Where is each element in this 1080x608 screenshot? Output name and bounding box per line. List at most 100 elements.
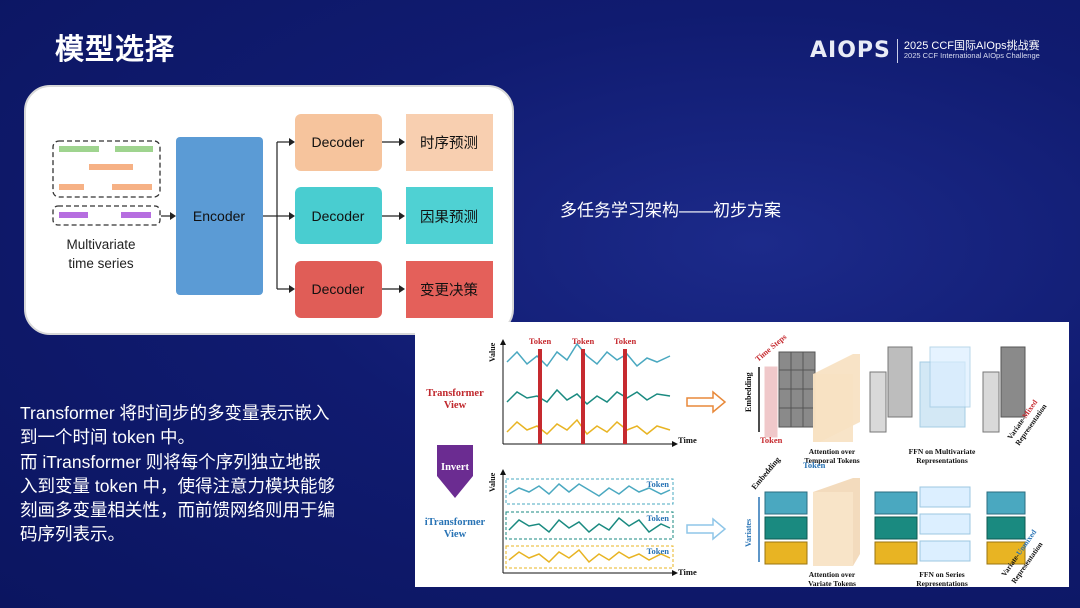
decoder-block <box>295 261 382 318</box>
encoder-label: Encoder <box>193 208 245 224</box>
caption: Temporal Tokens <box>804 456 859 465</box>
page-title: 模型选择 <box>55 34 176 66</box>
cube-row <box>986 541 1026 565</box>
ffn-block <box>919 540 971 562</box>
token-label: Token <box>803 460 826 470</box>
arrow-head <box>289 138 295 146</box>
value-axis-label: Value <box>488 342 497 362</box>
caption: Variate Tokens <box>808 579 856 587</box>
series-line <box>508 548 671 564</box>
cube-row <box>874 516 918 540</box>
series-line <box>506 388 671 406</box>
cube-stack <box>982 371 1000 433</box>
architecture-diagram: Multivariate time series Encoder Decoder… <box>52 114 493 318</box>
description-line: 到一个时间 token 中。 <box>20 427 196 448</box>
token-label: Token <box>647 479 670 489</box>
series-bar <box>112 184 152 190</box>
cube-row <box>986 516 1026 540</box>
caption: FFN on Series <box>919 570 964 579</box>
attention-block <box>813 478 860 566</box>
caption: Attention over <box>809 570 856 579</box>
input-box-dashed <box>52 140 161 198</box>
logo-divider <box>896 38 898 63</box>
caption: FFN on Multivariate <box>909 447 976 456</box>
embedding-label: Embedding <box>750 455 782 491</box>
task-block <box>406 187 493 244</box>
logo-word: AIOPS <box>810 38 891 63</box>
arrow-head <box>170 212 176 220</box>
transformer-view-label: Transformer <box>426 388 484 399</box>
decoder-label: Decoder <box>312 208 365 224</box>
input-label: Multivariate <box>66 237 135 252</box>
decoder-row-forecast: Decoder 时序预测 <box>295 114 493 171</box>
series-bar <box>121 212 151 218</box>
variate-token-plot: Value Time Token Token Token <box>488 469 697 577</box>
ffn-block <box>919 486 971 508</box>
task-label: 因果预测 <box>420 209 478 226</box>
series-line <box>508 516 671 534</box>
token-label: Token <box>647 546 670 556</box>
itransformer-block-stack: Variates Embedding Token Attention over … <box>744 455 1045 587</box>
cube-stack <box>887 346 913 418</box>
series-bar <box>59 184 84 190</box>
description-line: 入到变量 token 中，使得注意力模块能够 <box>20 475 336 496</box>
time-axis-label: Time <box>678 435 697 445</box>
token-column <box>764 366 778 438</box>
architecture-diagram-card: Multivariate time series Encoder Decoder… <box>24 85 514 335</box>
invert-label: Invert <box>441 462 469 473</box>
value-axis-label: Value <box>488 472 497 492</box>
token-label: Token <box>572 336 595 346</box>
variate-token-box <box>505 545 674 569</box>
cube-stack <box>869 371 887 433</box>
caption: Representations <box>916 579 968 587</box>
description-line: 码序列表示。 <box>20 524 125 545</box>
itransformer-view-label: iTransformer <box>425 517 486 528</box>
token-bar <box>538 349 542 444</box>
flow-arrow-icon <box>686 390 727 414</box>
cube-row <box>874 541 918 565</box>
task-block <box>406 261 493 318</box>
series-bar <box>89 164 133 170</box>
invert-arrow-icon <box>437 445 473 498</box>
variates-label: Variates <box>744 519 753 547</box>
variate-token-box <box>505 511 674 540</box>
input-box-dashed <box>52 205 161 226</box>
task-block <box>406 114 493 171</box>
task-label: 时序预测 <box>420 135 478 152</box>
variate-token-box <box>505 478 674 505</box>
ffn-block <box>929 346 971 408</box>
description-line: 刻画多变量相关性，而前馈网络则用于编 <box>20 500 335 521</box>
logo-text: 2025 CCF国际AIOps挑战赛 2025 CCF Internationa… <box>904 40 1040 60</box>
series-bar <box>115 146 153 152</box>
encoder-block <box>176 137 263 295</box>
description-line: Transformer 将时间步的多变量表示嵌入 <box>20 403 330 423</box>
arrow-head <box>399 285 405 293</box>
caption: Attention over <box>809 447 856 456</box>
cube-row <box>874 491 918 515</box>
task-label: 变更决策 <box>420 282 478 299</box>
decoder-label: Decoder <box>312 281 365 297</box>
ffn-block <box>919 513 971 535</box>
arrow-head <box>399 212 405 220</box>
token-label: Token <box>529 336 552 346</box>
token-bar <box>623 349 627 444</box>
series-line <box>506 342 671 368</box>
aiops-logo: AIOPS 2025 CCF国际AIOps挑战赛 2025 CCF Intern… <box>810 38 1040 63</box>
decoder-row-change: Decoder 变更决策 <box>295 261 493 318</box>
itransformer-figure-svg: Transformer View Invert iTransformer Vie… <box>425 332 1049 587</box>
token-bar <box>581 349 585 444</box>
attention-block <box>813 492 853 566</box>
token-label: Token <box>760 435 783 445</box>
cube-row <box>764 516 808 540</box>
decoder-block <box>295 187 382 244</box>
attention-block <box>813 374 853 442</box>
itransformer-figure: Transformer View Invert iTransformer Vie… <box>415 322 1069 587</box>
series-line <box>506 418 671 436</box>
decoder-label: Decoder <box>312 134 365 150</box>
time-axis-label: Time <box>678 567 697 577</box>
token-label: Token <box>647 513 670 523</box>
series-bar <box>59 212 88 218</box>
input-label: time series <box>68 256 134 271</box>
arrow-head <box>289 285 295 293</box>
decoder-row-causal: Decoder 因果预测 <box>295 187 493 244</box>
